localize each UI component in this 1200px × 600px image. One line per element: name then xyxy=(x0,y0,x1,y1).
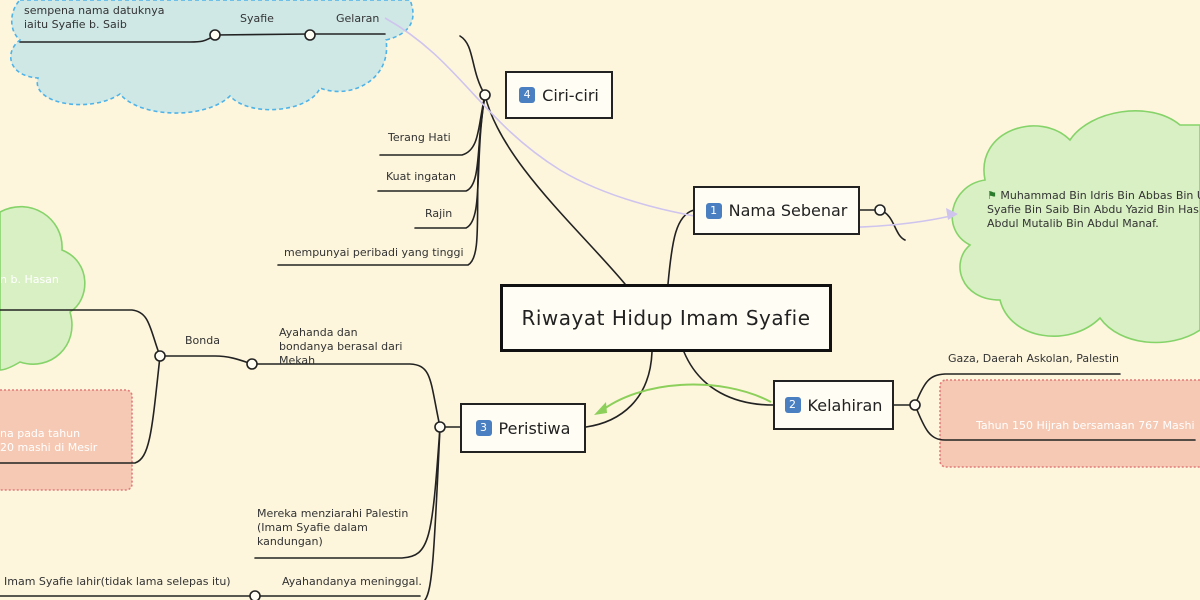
peristiwa-father[interactable]: Ayahandanya meninggal. xyxy=(282,575,422,588)
number-3-icon: 3 xyxy=(475,420,492,436)
ciri-item-terang-hati[interactable]: Terang Hati xyxy=(388,131,451,144)
edge-root-ciri xyxy=(484,94,626,285)
kelahiran-pink-box xyxy=(939,379,1200,468)
edge-ciri-peribadi xyxy=(277,94,486,266)
nama-line-1: Muhammad Bin Idris Bin Abbas Bin U xyxy=(1000,189,1200,202)
nama-full-note[interactable]: ⚑ Muhammad Bin Idris Bin Abbas Bin U Sya… xyxy=(987,189,1200,231)
nama-cloud xyxy=(951,110,1200,344)
peristiwa-bonda[interactable]: Bonda xyxy=(185,334,220,347)
left-pink-box xyxy=(0,389,133,491)
branch-nama-sebenar[interactable]: 1 Nama Sebenar xyxy=(693,186,860,235)
gelaran-note[interactable]: sempena nama datuknya iaitu Syafie b. Sa… xyxy=(24,4,165,31)
edge-bonda-left xyxy=(0,309,161,357)
gelaran-cloud xyxy=(10,0,414,114)
left-green-cloud xyxy=(0,206,86,371)
root-title: Riwayat Hidup Imam Syafie xyxy=(521,306,811,330)
edge-root-kelahiran xyxy=(683,351,774,406)
ciri-item-rajin[interactable]: Rajin xyxy=(425,207,453,220)
edge-kel-time xyxy=(914,404,1196,441)
peristiwa-visit[interactable]: Mereka menziarahi Palestin (Imam Syafie … xyxy=(257,507,409,548)
root-node[interactable]: Riwayat Hidup Imam Syafie xyxy=(500,284,832,352)
knob-bottom xyxy=(249,590,261,600)
branch-kelahiran-label: Kelahiran xyxy=(807,395,883,415)
knob-syafie xyxy=(209,29,221,41)
left-tahun-line-1[interactable]: na pada tahun xyxy=(0,427,81,440)
number-2-icon: 2 xyxy=(784,397,801,413)
branch-kelahiran[interactable]: 2 Kelahiran xyxy=(773,380,894,430)
edge-root-nama xyxy=(667,209,695,285)
kelahiran-time[interactable]: Tahun 150 Hijrah bersamaan 767 Mashi xyxy=(976,419,1195,432)
gelaran-label[interactable]: Gelaran xyxy=(336,12,380,25)
green-arrowhead xyxy=(594,402,607,415)
edge-per-father xyxy=(424,426,441,600)
green-arrow xyxy=(599,383,772,413)
number-1-icon: 1 xyxy=(705,202,722,219)
peristiwa-parents[interactable]: Ayahanda dan bondanya berasal dari Mekah xyxy=(279,326,403,367)
gelaran-sub-syafie[interactable]: Syafie xyxy=(240,12,274,25)
kelahiran-place[interactable]: Gaza, Daerah Askolan, Palestin xyxy=(948,352,1119,365)
lavender-arrowhead xyxy=(946,208,958,220)
edge-bonda-line xyxy=(159,355,253,365)
left-tahun-line-2[interactable]: 20 mashi di Mesir xyxy=(0,441,98,454)
edge-bonda-down xyxy=(0,355,161,464)
nama-line-3: Abdul Mutalib Bin Abdul Manaf. xyxy=(987,217,1159,230)
ciri-item-peribadi[interactable]: mempunyai peribadi yang tinggi xyxy=(284,246,464,259)
edge-per-visit xyxy=(254,426,441,559)
branch-ciri-label: Ciri-ciri xyxy=(542,85,599,105)
knob-kelahiran xyxy=(909,399,921,411)
edge-per-parents xyxy=(251,363,441,428)
left-hasan-label[interactable]: n b. Hasan xyxy=(0,273,59,286)
nama-line-2: Syafie Bin Saib Bin Abdu Yazid Bin Has xyxy=(987,203,1199,216)
number-4-icon: 4 xyxy=(519,87,536,103)
edge-root-peristiwa xyxy=(585,351,653,428)
knob-ciri xyxy=(479,89,491,101)
branch-nama-label: Nama Sebenar xyxy=(728,201,848,220)
knob-bonda xyxy=(154,350,166,362)
knob-parents xyxy=(246,358,258,370)
knob-nama xyxy=(874,204,886,216)
edge-ciri-terang xyxy=(379,94,486,156)
branch-peristiwa-label: Peristiwa xyxy=(498,418,571,438)
edge-ciri-trunk xyxy=(459,35,486,96)
peristiwa-born[interactable]: Imam Syafie lahir(tidak lama selepas itu… xyxy=(4,575,231,588)
branch-ciri-ciri[interactable]: 4 Ciri-ciri xyxy=(505,71,613,119)
knob-peristiwa xyxy=(434,421,446,433)
branch-peristiwa[interactable]: 3 Peristiwa xyxy=(460,403,586,453)
ciri-item-kuat-ingatan[interactable]: Kuat ingatan xyxy=(386,170,456,183)
edge-kel-place xyxy=(914,373,1121,406)
knob-gelaran xyxy=(304,29,316,41)
flag-icon: ⚑ xyxy=(987,189,997,202)
